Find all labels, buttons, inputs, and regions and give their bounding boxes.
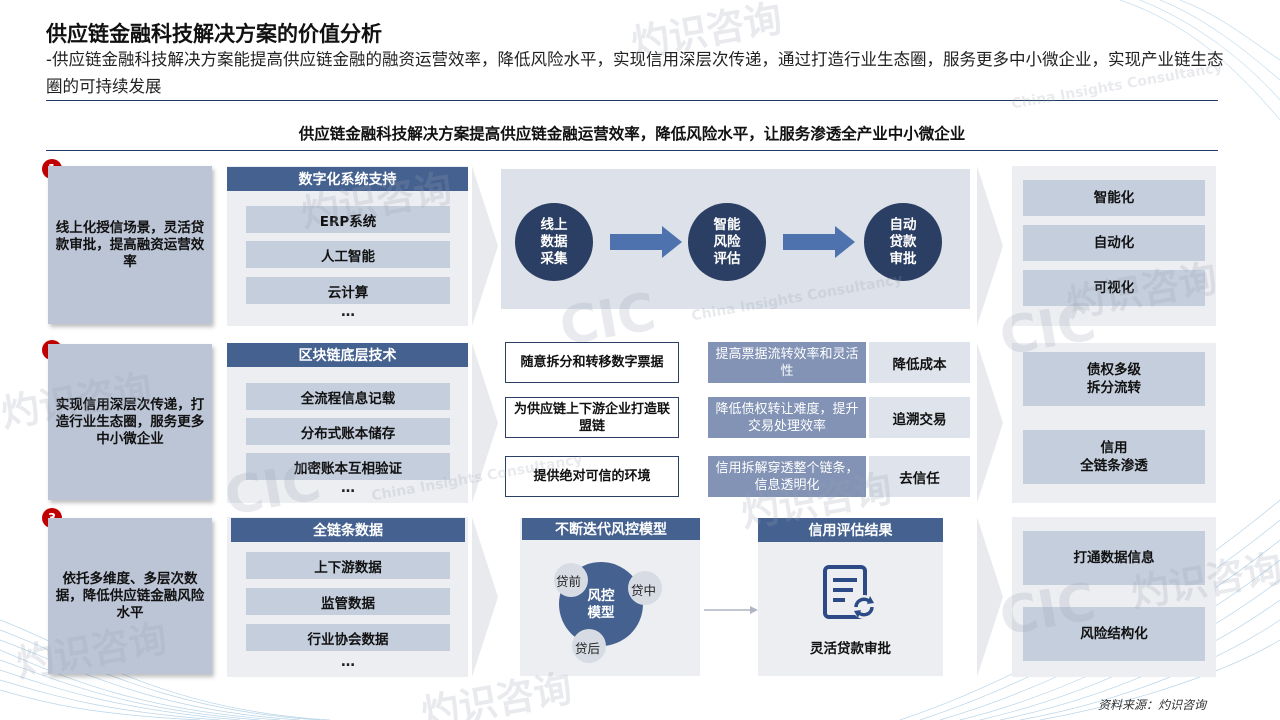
row-1-chevron-2 (977, 166, 1003, 326)
row-2-result-tag-2: 追溯交易 (869, 397, 970, 438)
page-subtitle: -供应链金融科技解决方案能提高供应链金融的融资运营效率，降低风险水平，实现信用深… (46, 50, 1224, 96)
flow-step-loan-approval: 自动 贷款 审批 (864, 203, 942, 281)
row-2-benefit-2: 降低债权转让难度，提升交易处理效率 (708, 397, 866, 438)
risk-model-cycle-diagram (554, 562, 662, 663)
row-2-benefit-3: 信用拆解穿透整个链条，信息透明化 (708, 456, 866, 497)
summary-banner: 供应链金融科技解决方案提高供应链金融运营效率，降低风险水平，让服务渗透全产业中小… (298, 125, 966, 143)
row-3-item-2: 监管数据 (246, 588, 450, 615)
row-3-description: 依托多维度、多层次数据，降低供应链金融风险水平 (48, 518, 212, 674)
row-3-ellipsis: … (341, 654, 355, 670)
row-2-chevron-2 (977, 343, 1003, 503)
risk-model-center-label: 风控 模型 (587, 588, 615, 621)
row-2-item-1: 全流程信息记载 (246, 383, 450, 410)
row-2-description: 实现信用深层次传递，打造行业生态圈，服务更多中小微企业 (48, 344, 212, 500)
flow-step-1-label: 线上 数据 采集 (540, 216, 568, 267)
row-2-feature-2: 为供应链上下游企业打造联盟链 (505, 397, 679, 438)
flow-arrow-1 (610, 226, 682, 258)
banner-divider (46, 150, 1218, 151)
row-2-result-1: 债权多级 拆分流转 (1023, 352, 1205, 406)
row-3-result-1: 打通数据信息 (1023, 531, 1205, 585)
risk-model-during-loan: 贷中 (631, 583, 657, 598)
source-note: 资料来源：灼识咨询 (1097, 698, 1206, 712)
row-1-result-2: 自动化 (1023, 225, 1205, 261)
row-2-result-1-label: 债权多级 拆分流转 (1087, 362, 1141, 396)
row-2-result-2: 信用 全链条渗透 (1023, 430, 1205, 484)
credit-result-label: 灵活贷款审批 (810, 641, 891, 657)
row-1-item-ai: 人工智能 (246, 241, 450, 268)
flow-step-2-label: 智能 风险 评估 (713, 216, 741, 267)
row-1-description: 线上化授信场景，灵活贷款审批，提高融资运营效率 (48, 166, 212, 324)
row-2-feature-1: 随意拆分和转移数字票据 (505, 342, 679, 383)
row-1-item-erp: ERP系统 (246, 206, 450, 233)
risk-model-after-loan: 贷后 (575, 641, 601, 656)
row-2-feature-3: 提供绝对可信的环境 (505, 456, 679, 497)
row-3-chevron-1 (472, 517, 498, 677)
row-2-item-3: 加密账本互相验证 (246, 453, 450, 480)
row-3-tech-header: 全链条数据 (231, 518, 465, 542)
row-2-result-tag-1: 降低成本 (869, 342, 970, 383)
row-2-ellipsis: … (341, 480, 355, 496)
page-title: 供应链金融科技解决方案的价值分析 (46, 22, 382, 46)
row-1-tech-header: 数字化系统支持 (227, 167, 468, 191)
flow-arrow-2 (783, 226, 855, 258)
document-refresh-icon (823, 565, 876, 619)
row-3-result-2: 风险结构化 (1023, 607, 1205, 661)
row-3-item-3: 行业协会数据 (246, 624, 450, 651)
row-2-benefit-1: 提高票据流转效率和灵活性 (708, 342, 866, 383)
row-2-item-2: 分布式账本储存 (246, 418, 450, 445)
risk-model-before-loan: 贷前 (556, 574, 582, 589)
model-to-result-arrow (704, 606, 758, 614)
row-1-chevron-1 (472, 166, 498, 326)
row-1-result-1: 智能化 (1023, 180, 1205, 216)
title-divider (46, 100, 1218, 101)
row-1-item-cloud: 云计算 (246, 277, 450, 304)
row-1-ellipsis: … (341, 304, 355, 320)
flow-step-data-collection: 线上 数据 采集 (515, 203, 593, 281)
row-2-result-tag-3: 去信任 (869, 456, 970, 497)
flow-step-risk-assessment: 智能 风险 评估 (688, 203, 766, 281)
decorative-wave-top-right (1120, 0, 1280, 120)
decorative-wave-left (0, 619, 330, 720)
row-2-result-2-label: 信用 全链条渗透 (1080, 440, 1148, 474)
credit-result-header: 信用评估结果 (758, 518, 943, 542)
row-3-chevron-2 (977, 517, 1003, 677)
risk-model-center: 风控 模型 (581, 588, 621, 622)
row-1-result-3: 可视化 (1023, 270, 1205, 306)
credit-result-panel (758, 518, 943, 676)
row-2-tech-header: 区块链底层技术 (227, 343, 468, 367)
row-2-chevron-1 (472, 343, 498, 503)
flow-step-3-label: 自动 贷款 审批 (889, 216, 917, 267)
row-3-item-1: 上下游数据 (246, 552, 450, 579)
risk-model-header: 不断迭代风控模型 (522, 518, 700, 540)
